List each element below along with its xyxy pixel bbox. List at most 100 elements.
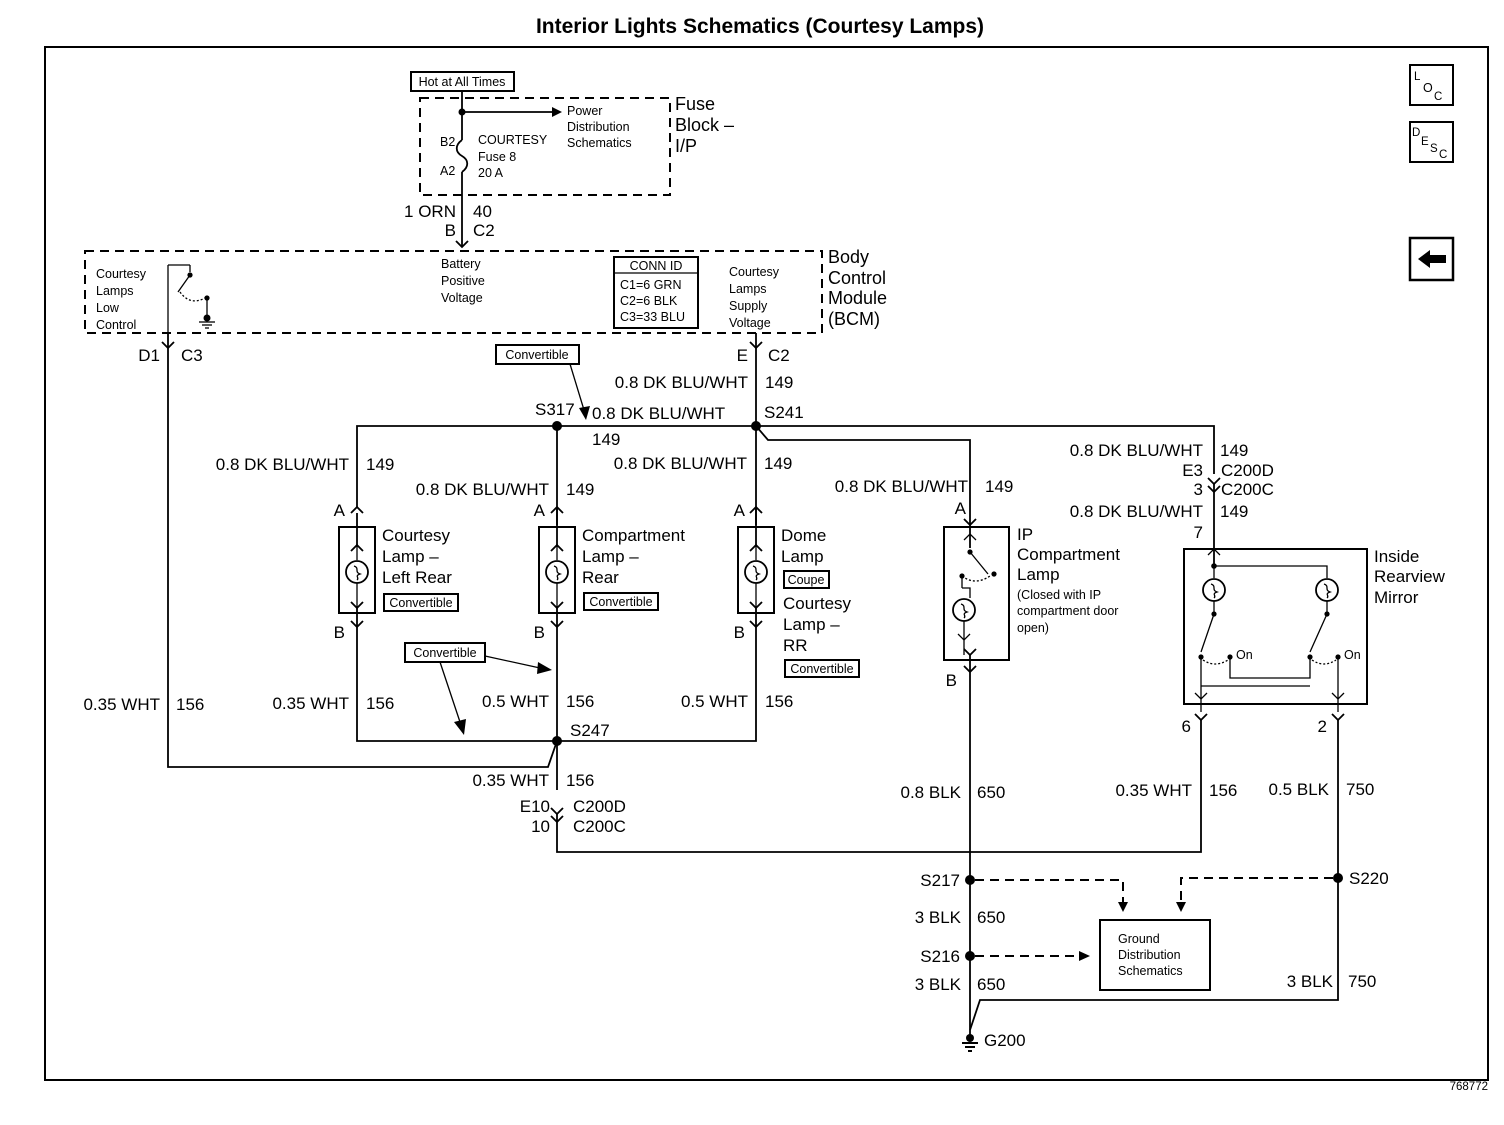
dome-coupe-tag: Coupe [788,573,825,587]
splice-s317: S317 [535,400,575,419]
s216-g200-circuit: 650 [977,975,1005,994]
mirror-pin-2: 2 [1318,717,1327,736]
mirror-on-right: On [1344,648,1361,662]
bus-wire-circuit: 149 [592,430,620,449]
svg-text:D: D [1412,127,1420,139]
dome-feed-gauge: 0.8 DK BLU/WHT [614,454,747,473]
left-rear-feed-gauge: 0.8 DK BLU/WHT [216,455,349,474]
s217-s216-circuit: 650 [977,908,1005,927]
mirror-pin-6: 6 [1182,717,1191,736]
svg-text:L: L [1414,71,1421,83]
ret-convertible-tag [404,642,486,663]
dome-label-2: Lamp [781,547,824,566]
bcm-batt-2: Positive [441,274,485,288]
splice-s241: S241 [764,403,804,422]
mirror-gnd-gauge: 0.5 BLK [1269,780,1330,799]
ground-ref-1[interactable]: Ground [1118,932,1160,946]
bcm-batt-3: Voltage [441,291,483,305]
bus-convertible-label: Convertible [505,348,568,362]
ip-ground-gauge: 0.8 BLK [901,783,962,802]
ip-note-2: compartment door [1017,604,1118,618]
ip-compartment-lamp: A IP Compartment Lamp (Closed with IP co… [943,499,1120,690]
s247-down-gauge: 0.35 WHT [472,771,549,790]
mirror-pin-e3: E3 [1182,461,1203,480]
dome-ret-circuit: 156 [765,692,793,711]
ip-feed-gauge: 0.8 DK BLU/WHT [835,477,968,496]
mirror-on-left: On [1236,648,1253,662]
bcm-low-control-4: Control [96,318,136,332]
mirror-pin-7: 7 [1194,523,1203,542]
dome-feed-circuit: 149 [764,454,792,473]
fuse-pin-b2: B2 [440,135,455,149]
fuse-number: Fuse 8 [478,150,516,164]
left-rear-pin-b: B [334,623,345,642]
ip-label-3: Lamp [1017,565,1060,584]
low-control-wire [167,360,558,768]
power-ref-arrow-icon [552,107,562,117]
low-ctrl-gauge: 0.35 WHT [83,695,160,714]
svg-text:O: O [1423,81,1433,95]
mirror-conn-c200d: C200D [1221,461,1274,480]
figure-id: 768772 [1450,1081,1488,1093]
desc-icon[interactable]: D E S C [1409,121,1454,163]
rear-convertible-tag: Convertible [589,595,652,609]
supply-wire-gauge: 0.8 DK BLU/WHT [615,373,748,392]
fuse-block-name-2: Block – [675,115,734,135]
compartment-lamp-rear: A Compartment Lamp – Rear Convertible B [534,501,686,642]
loc-icon[interactable]: L O C [1409,64,1454,106]
splice-s217: S217 [920,871,960,890]
rear-pin-a: A [534,501,546,520]
ip-ground-circuit: 650 [977,783,1005,802]
power-ref-2[interactable]: Distribution [567,120,630,134]
rear-feed-gauge: 0.8 DK BLU/WHT [416,480,549,499]
ip-pin-a: A [955,499,967,518]
ground-g200-label: G200 [984,1031,1026,1050]
rear-label-2: Lamp – [582,547,639,566]
ip-label-1: IP [1017,525,1033,544]
mirror-gnd-circuit: 750 [1346,780,1374,799]
ground-distribution-ref[interactable]: Ground Distribution Schematics [1099,919,1211,991]
mirror-box [1183,548,1368,705]
fuse-wire-circuit: 40 [473,202,492,221]
fuse-block-outline [419,97,671,196]
svg-text:C: C [1439,149,1447,161]
conn-id-row-3: C3=33 BLU [620,310,685,324]
dome-lamp: A Dome Lamp Coupe Courtesy Lamp – RR Con… [734,501,860,678]
fuse-wire-gauge: 1 ORN [404,202,456,221]
rear-feed-circuit: 149 [566,480,594,499]
inside-rearview-mirror: Inside Rearview Mirror On On 6 [1182,547,1446,736]
fuse-name: COURTESY [478,133,548,147]
ip-lamp-box [943,526,1010,661]
mirror-feed-top-gauge: 0.8 DK BLU/WHT [1070,441,1203,460]
bcm-pin-b: B [445,221,456,240]
rear-pin-b: B [534,623,545,642]
rr-label-2: Lamp – [783,615,840,634]
left-rear-label-3: Left Rear [382,568,452,587]
conn-id-row-1: C1=6 GRN [620,278,681,292]
conn-id-row-2: C2=6 BLK [620,294,678,308]
bcm-supply-2: Lamps [729,282,767,296]
back-arrow-icon[interactable] [1408,236,1455,282]
svg-text:C: C [1434,91,1442,103]
mirror-pin-3: 3 [1194,480,1203,499]
fuse-block-name-3: I/P [675,136,697,156]
ground-ref-3[interactable]: Schematics [1118,964,1183,978]
ip-label-2: Compartment [1017,545,1120,564]
ip-note-1: (Closed with IP [1017,588,1101,602]
bcm-conn-c2: C2 [768,346,790,365]
conn-id-header: CONN ID [630,259,683,273]
ip-note-3: open) [1017,621,1049,635]
supply-wire-circuit: 149 [765,373,793,392]
rear-ret-gauge: 0.5 WHT [482,692,549,711]
page-title: Interior Lights Schematics (Courtesy Lam… [536,15,984,38]
bcm-low-control-1: Courtesy [96,267,147,281]
s217-s216-gauge: 3 BLK [915,908,962,927]
bcm-batt-1: Battery [441,257,481,271]
c200-pin-e10: E10 [520,797,550,816]
fuse-pin-a2: A2 [440,164,455,178]
ground-ref-2[interactable]: Distribution [1118,948,1181,962]
power-ref-3[interactable]: Schematics [567,136,632,150]
bcm-name-1: Body [828,247,869,267]
power-ref-1[interactable]: Power [567,104,602,118]
